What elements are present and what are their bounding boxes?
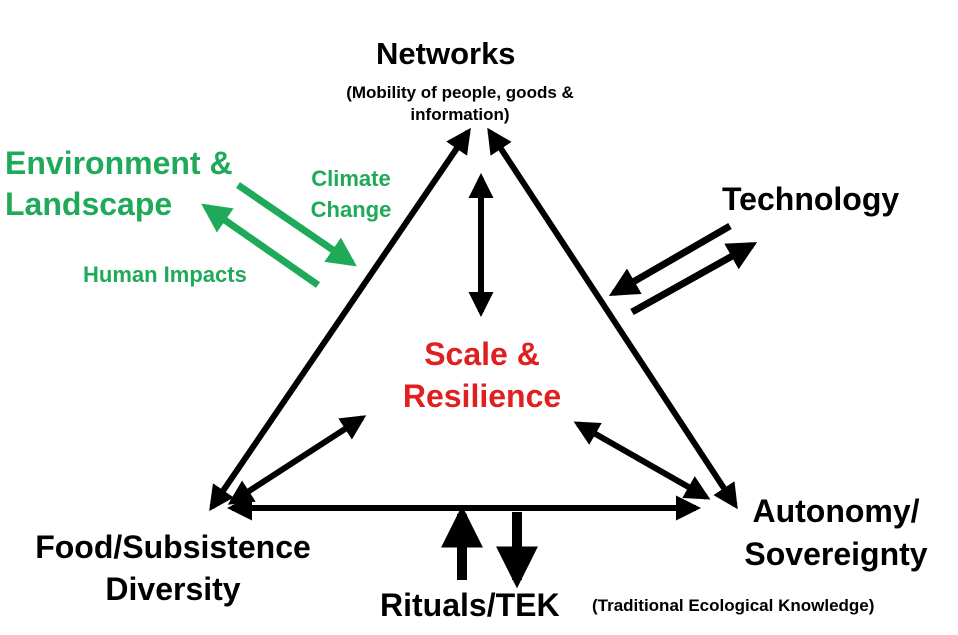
autonomy-line1: Autonomy/ (752, 493, 920, 529)
center-line2: Resilience (402, 377, 562, 414)
networks-subtitle-line1: (Mobility of people, goods & (346, 83, 574, 102)
node-center: Scale & Resilience (372, 334, 592, 417)
arrow-human-impacts (201, 203, 321, 288)
food-line1: Food/Subsistence (35, 529, 311, 565)
arrow-technology-in (608, 222, 732, 297)
center-line1: Scale & (424, 336, 540, 372)
flow-climate-change-label: Climate Change (296, 164, 406, 226)
arrow-autonomy-center (573, 421, 711, 500)
node-environment: Environment & Landscape (5, 143, 233, 225)
arrow-technology-out (630, 241, 758, 316)
arrow-networks-autonomy (487, 127, 738, 510)
flow-human-impacts-label: Human Impacts (83, 262, 247, 287)
node-autonomy: Autonomy/ Sovereignty (728, 490, 944, 576)
node-rituals-subtitle: (Traditional Ecological Knowledge) (592, 596, 875, 615)
autonomy-line2: Sovereignty (744, 536, 928, 573)
climate-line2: Change (310, 196, 392, 222)
environment-line2: Landscape (5, 185, 173, 222)
arrow-climate-change (236, 182, 357, 267)
node-networks-subtitle: (Mobility of people, goods & information… (300, 82, 620, 126)
node-technology: Technology (722, 181, 900, 217)
node-networks-title: Networks (376, 36, 516, 71)
environment-line1: Environment & (5, 145, 233, 181)
node-rituals-title: Rituals/TEK (380, 587, 560, 623)
networks-subtitle-line2: information) (410, 105, 510, 125)
food-line2: Diversity (105, 570, 241, 607)
node-food: Food/Subsistence Diversity (8, 527, 338, 610)
arrow-food-center (227, 415, 367, 505)
climate-line1: Climate (311, 166, 391, 191)
